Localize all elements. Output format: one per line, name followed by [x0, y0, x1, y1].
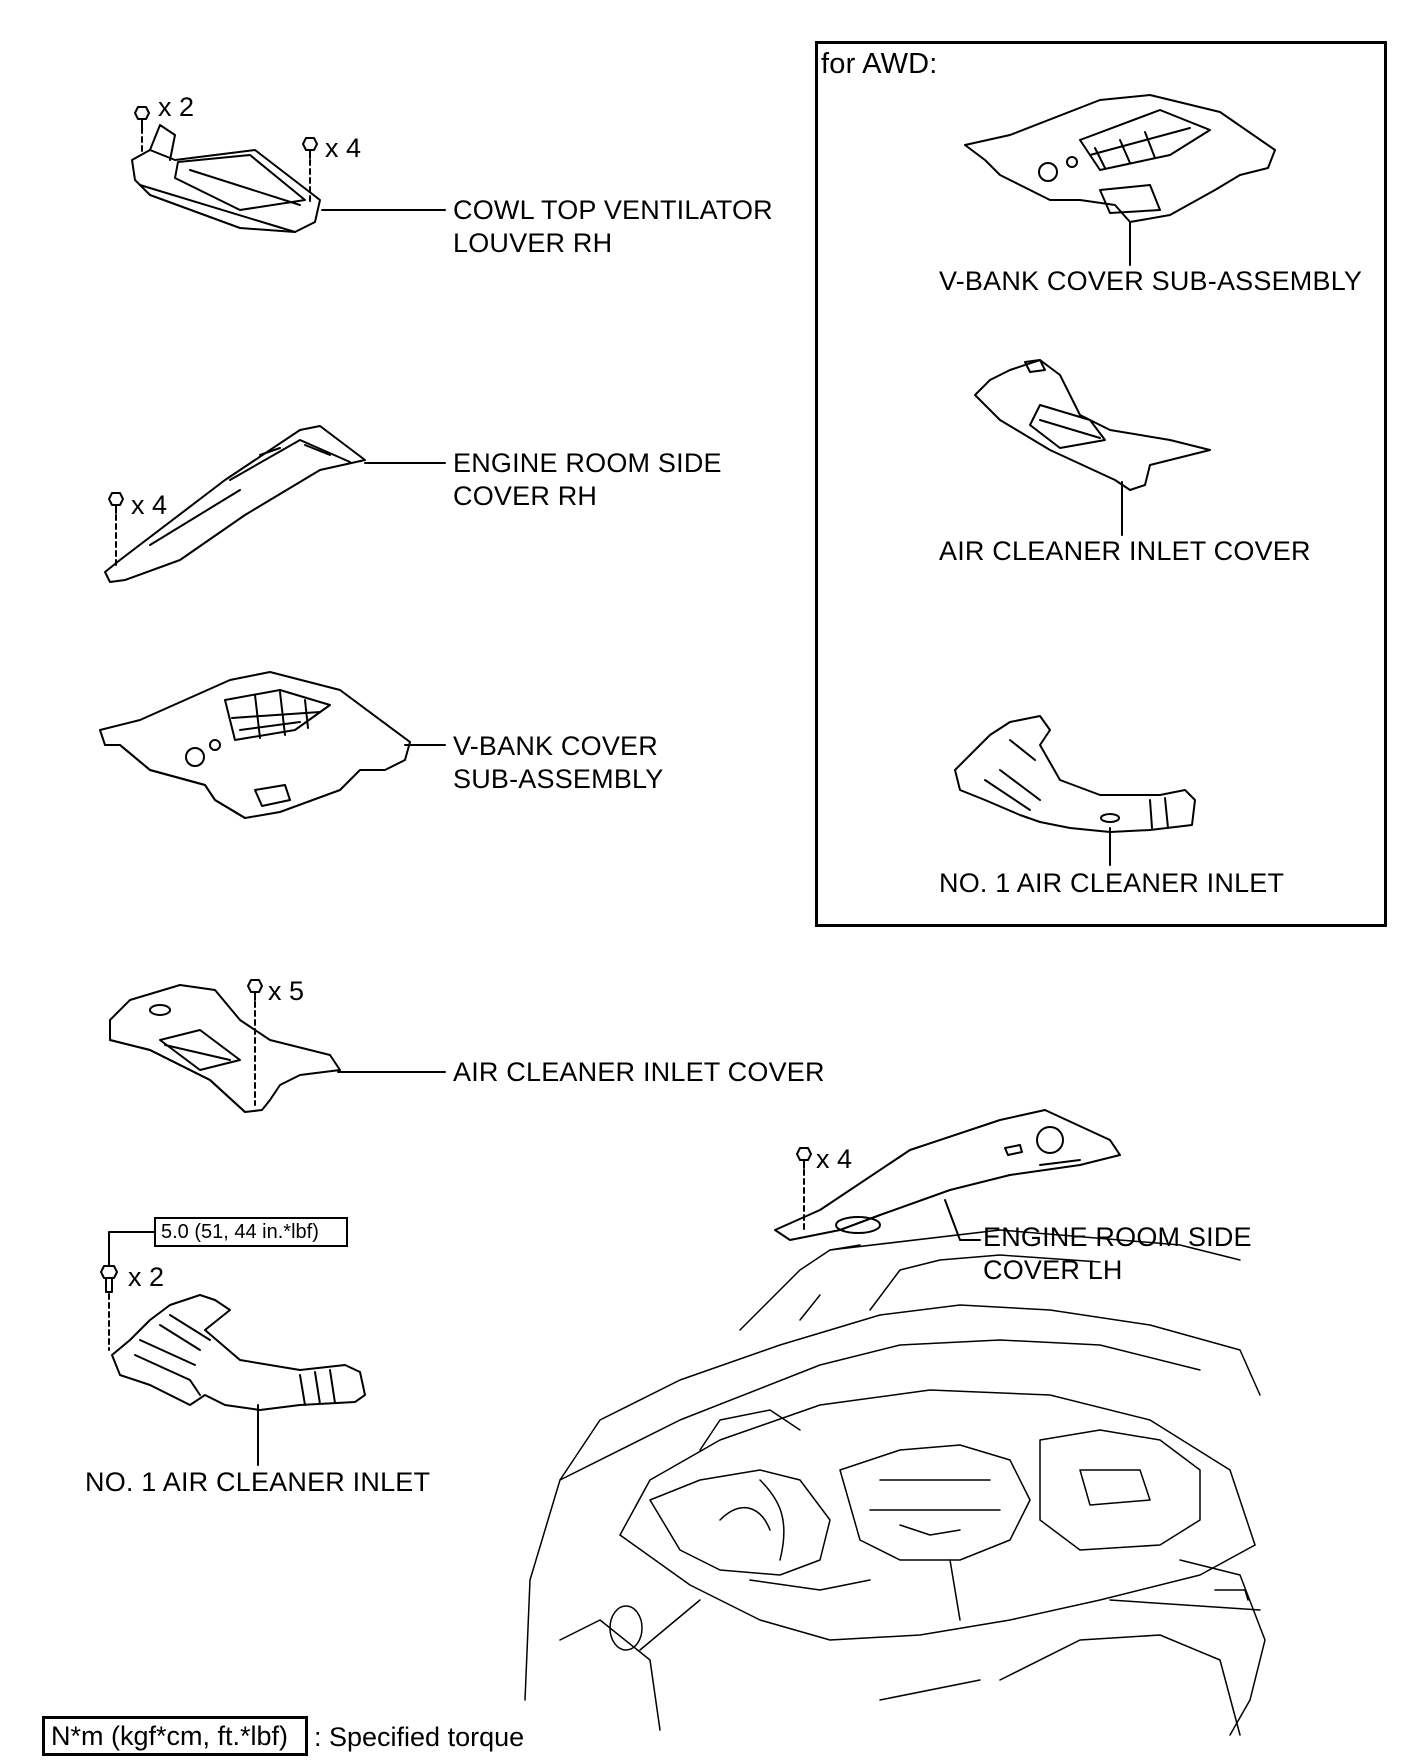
label-no1-air-cleaner-inlet: NO. 1 AIR CLEANER INLET: [85, 1467, 431, 1497]
label-line: LOUVER RH: [453, 228, 613, 258]
label-engine-room-side-cover-rh: ENGINE ROOM SIDE COVER RH: [453, 447, 722, 513]
leader-line: [944, 1199, 981, 1241]
legend-description: : Specified torque: [314, 1722, 525, 1752]
v-bank-cover-drawing: [99, 671, 411, 819]
awd-v-bank-cover-drawing: [964, 94, 1276, 223]
label-line: COVER LH: [983, 1255, 1123, 1285]
awd-label-no1-air-cleaner-inlet: NO. 1 AIR CLEANER INLET: [939, 868, 1285, 898]
bolt-icon: [100, 1265, 118, 1351]
awd-label-air-cleaner-inlet-cover: AIR CLEANER INLET COVER: [939, 536, 1311, 566]
clip-quantity: x 5: [268, 976, 305, 1006]
torque-leader-line: [108, 1231, 155, 1267]
awd-frame-title: for AWD:: [821, 48, 938, 80]
label-line: COVER RH: [453, 481, 598, 511]
cowl-top-ventilator-louver-drawing: [131, 124, 321, 233]
awd-variant-frame: [815, 41, 1387, 927]
clip-icon: [108, 492, 124, 566]
label-cowl-top-ventilator-louver-rh: COWL TOP VENTILATOR LOUVER RH: [453, 194, 773, 260]
label-engine-room-side-cover-lh: ENGINE ROOM SIDE COVER LH: [983, 1221, 1252, 1287]
legend-torque-units-box: N*m (kgf*cm, ft.*lbf): [42, 1716, 308, 1756]
clip-icon: [247, 979, 263, 1106]
bolt-quantity: x 2: [128, 1262, 165, 1292]
label-line: COWL TOP VENTILATOR: [453, 195, 773, 225]
torque-specification-box: 5.0 (51, 44 in.*lbf): [154, 1217, 348, 1247]
no1-air-cleaner-inlet-drawing: [111, 1294, 366, 1411]
vehicle-front-drawing: [524, 1229, 1266, 1736]
label-line: ENGINE ROOM SIDE: [453, 448, 722, 478]
label-line: ENGINE ROOM SIDE: [983, 1222, 1252, 1252]
clip-icon: [302, 137, 318, 203]
clip-quantity: x 4: [325, 133, 362, 163]
engine-room-side-cover-lh-drawing: [774, 1109, 1121, 1241]
clip-icon: [796, 1147, 812, 1231]
clip-icon: [134, 106, 150, 153]
clip-quantity: x 2: [158, 92, 195, 122]
engine-room-side-cover-rh-drawing: [104, 425, 366, 583]
clip-quantity: x 4: [816, 1144, 853, 1174]
label-line: SUB-ASSEMBLY: [453, 764, 664, 794]
air-cleaner-inlet-cover-drawing: [109, 984, 341, 1113]
awd-air-cleaner-inlet-cover-drawing: [974, 359, 1211, 491]
label-line: V-BANK COVER: [453, 731, 658, 761]
awd-no1-air-cleaner-inlet-drawing: [954, 715, 1196, 833]
label-air-cleaner-inlet-cover: AIR CLEANER INLET COVER: [453, 1057, 825, 1087]
label-v-bank-cover-sub-assembly: V-BANK COVER SUB-ASSEMBLY: [453, 730, 663, 796]
awd-label-v-bank-cover-sub-assembly: V-BANK COVER SUB-ASSEMBLY: [939, 266, 1363, 296]
clip-quantity: x 4: [131, 490, 168, 520]
